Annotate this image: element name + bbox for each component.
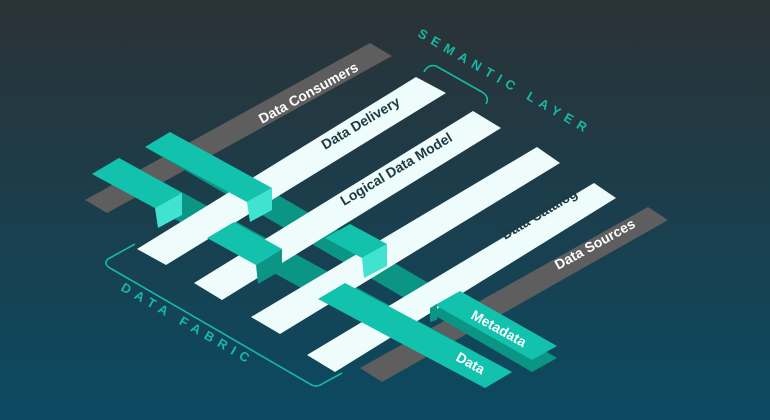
metadata-bar-segment	[435, 291, 557, 360]
metadata-bar-step	[362, 244, 387, 278]
metadata-bar-step	[430, 304, 437, 322]
data-delivery-bar	[137, 77, 446, 265]
data-consumers-bar	[85, 43, 392, 213]
data-bar-segment	[92, 158, 182, 208]
data-bar-step	[155, 193, 182, 228]
semantic-layer-bracket	[423, 64, 489, 105]
unlabeled-layer-bar	[251, 147, 560, 334]
metadata-bar-step	[247, 188, 272, 222]
data-bar-segment	[207, 222, 282, 265]
data-bar-segment	[318, 283, 512, 388]
metadata-bar-segment	[325, 224, 387, 258]
data-fabric-bracket	[105, 243, 343, 387]
metadata-bar-segment	[145, 132, 272, 202]
data-bar-step	[256, 249, 282, 284]
